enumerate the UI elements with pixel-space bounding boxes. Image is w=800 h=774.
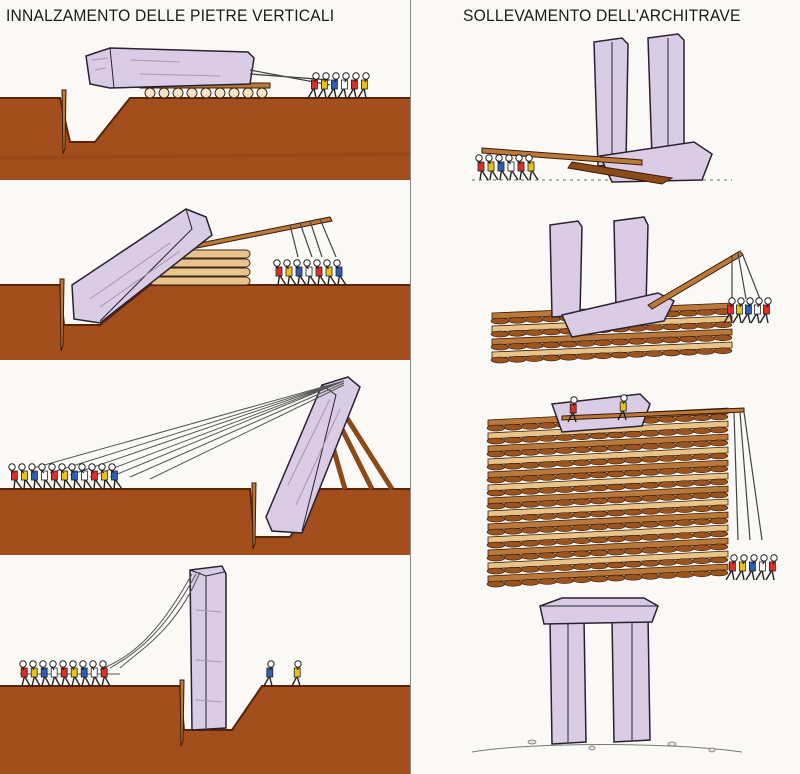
pulling-figures [723, 297, 772, 324]
person-icon [723, 297, 736, 324]
step-6-crib-timbers [490, 216, 772, 364]
pull-ropes [29, 380, 345, 480]
person-icon [293, 259, 307, 286]
title-lifting-lintel: SOLLEVAMENTO DELL'ARCHITRAVE [463, 6, 741, 25]
upright-stone-right [647, 33, 685, 159]
person-icon [337, 72, 350, 99]
pulling-figures [8, 463, 123, 490]
soil-ground [0, 97, 410, 180]
lintel-stone [539, 597, 659, 625]
person-icon [759, 297, 772, 324]
upright-stone-right [611, 615, 651, 743]
person-icon [755, 554, 768, 581]
person-icon [89, 660, 101, 687]
person-icon [49, 660, 61, 687]
person-icon [263, 660, 275, 687]
step-3-raise-stone [0, 376, 410, 555]
megalith-stone [85, 47, 255, 89]
person-icon [78, 463, 93, 490]
title-raising-uprights: INNALZAMENTO DELLE PIETRE VERTICALI [6, 6, 335, 25]
upright-stone-left [593, 37, 629, 167]
stake [59, 278, 65, 352]
person-icon [745, 554, 758, 581]
pull-ropes [289, 218, 337, 258]
pull-ropes [733, 411, 763, 541]
person-icon [58, 463, 73, 490]
ground-rubble [471, 739, 743, 753]
pulling-figures [475, 154, 539, 181]
person-icon [317, 72, 330, 99]
person-icon [617, 394, 628, 421]
person-icon [29, 660, 41, 687]
step-7-raise-crib [486, 393, 778, 588]
pull-ropes [731, 252, 761, 300]
upright-stone-right [613, 216, 649, 310]
person-icon [735, 554, 748, 581]
person-icon [732, 297, 745, 324]
step-1-drag-stone [0, 47, 410, 180]
step-4-stone-upright [0, 565, 410, 774]
stake [179, 679, 185, 747]
pulling-figures [19, 660, 302, 687]
person-icon [495, 154, 509, 181]
person-icon [79, 660, 91, 687]
person-icon [8, 463, 23, 490]
pulling-figures [567, 394, 778, 581]
person-icon [313, 259, 327, 286]
person-icon [108, 463, 123, 490]
person-icon [69, 660, 81, 687]
person-icon [18, 463, 33, 490]
person-icon [273, 259, 287, 286]
person-icon [38, 463, 53, 490]
person-icon [505, 154, 519, 181]
person-icon [333, 259, 347, 286]
stake [251, 482, 257, 550]
person-icon [19, 660, 31, 687]
person-icon [98, 463, 113, 490]
pulling-figures [273, 259, 347, 286]
person-icon [291, 660, 302, 687]
person-icon [327, 72, 340, 99]
person-icon [59, 660, 71, 687]
person-icon [99, 660, 111, 687]
pull-ropes [20, 571, 201, 675]
person-icon [307, 72, 320, 99]
step-5-lever-lintel [472, 33, 732, 185]
lintel-stone [560, 292, 676, 338]
step-2-tip-stone [0, 208, 410, 360]
pulling-figures [307, 72, 370, 99]
megalith-stone [189, 565, 227, 731]
step-8-finished-trilithon [471, 597, 743, 753]
stake [61, 89, 67, 155]
lever-beam [481, 147, 674, 185]
megalith-stone [71, 208, 213, 324]
person-icon [725, 554, 738, 581]
person-icon [323, 259, 337, 286]
timber-crib [486, 407, 729, 588]
person-icon [567, 396, 578, 423]
upright-stone-left [549, 220, 583, 318]
soil-ground [0, 488, 410, 555]
person-icon [68, 463, 83, 490]
person-icon [515, 154, 529, 181]
person-icon [88, 463, 103, 490]
person-icon [485, 154, 499, 181]
person-icon [765, 554, 778, 581]
person-icon [39, 660, 51, 687]
person-icon [347, 72, 360, 99]
megalith-stone [265, 376, 361, 534]
person-icon [28, 463, 43, 490]
person-icon [475, 154, 489, 181]
person-icon [357, 72, 370, 99]
soil-ground [0, 685, 410, 774]
person-icon [283, 259, 297, 286]
person-icon [741, 297, 754, 324]
person-icon [750, 297, 763, 324]
column-divider [410, 0, 411, 774]
person-icon [303, 259, 317, 286]
person-icon [525, 154, 539, 181]
person-icon [48, 463, 63, 490]
upright-stone-left [549, 617, 587, 745]
